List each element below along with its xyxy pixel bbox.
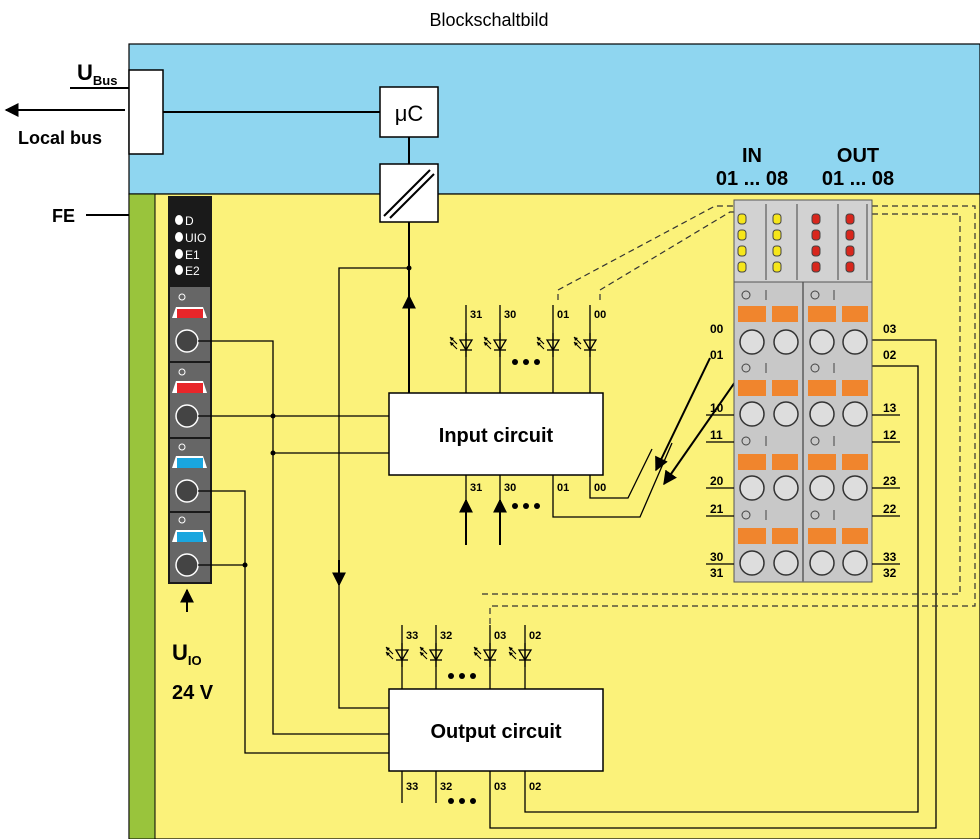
microcontroller-label: μC: [395, 101, 424, 126]
svg-text:32: 32: [440, 781, 452, 793]
output-bottom-03: 03: [489, 339, 937, 829]
led-e1: E1: [175, 248, 200, 262]
svg-text:E1: E1: [185, 248, 200, 262]
svg-text:03: 03: [494, 630, 506, 642]
terminal-label-31: 31: [710, 566, 724, 580]
u-io-label: UIO: [172, 640, 202, 668]
output-led-33: 33: [385, 625, 418, 689]
svg-text:31: 31: [470, 309, 482, 321]
terminal-label-33: 33: [883, 550, 897, 564]
terminal-label-13: 13: [883, 401, 897, 415]
output-bottom-33: 33: [401, 771, 418, 803]
supply-terminal-blue-1: [170, 439, 210, 511]
input-led-30: 30: [483, 305, 516, 393]
svg-text:30: 30: [504, 482, 516, 494]
module-in-range: 01 ... 08: [716, 168, 788, 190]
svg-text:E2: E2: [185, 264, 200, 278]
svg-text:33: 33: [406, 781, 418, 793]
svg-text:01: 01: [557, 482, 569, 494]
terminal-label-32: 32: [883, 566, 897, 580]
svg-text:30: 30: [504, 309, 516, 321]
svg-text:03: 03: [494, 781, 506, 793]
terminal-label-10: 10: [710, 401, 724, 415]
terminal-label-12: 12: [883, 428, 897, 442]
led-e2: E2: [175, 264, 200, 278]
module-out-title: OUT: [837, 145, 879, 167]
terminal-label-30: 30: [710, 550, 724, 564]
out-leds: [811, 204, 868, 280]
svg-text:UIO: UIO: [185, 231, 206, 245]
terminal-label-02: 02: [883, 348, 897, 362]
voltage-label: 24 V: [172, 682, 214, 704]
terminal-row-4: [738, 510, 868, 576]
supply-terminal-red-2: [170, 363, 210, 437]
terminal-label-22: 22: [883, 502, 897, 516]
input-bottom-01: 01: [552, 442, 673, 518]
svg-text:02: 02: [529, 630, 541, 642]
led-uio: UIO: [175, 231, 206, 245]
terminal-label-21: 21: [710, 502, 724, 516]
fe-label: FE: [52, 206, 75, 226]
input-bottom-00: 00: [589, 448, 653, 499]
input-circuit-box: [388, 392, 604, 476]
local-bus-label: Local bus: [18, 128, 102, 148]
input-led-31: 31: [449, 305, 482, 393]
terminal-label-20: 20: [710, 474, 724, 488]
module-in-title: IN: [742, 145, 762, 167]
input-bottom-30: 30: [493, 475, 516, 545]
output-led-32: 32: [419, 625, 452, 689]
bus-connector: [128, 69, 164, 155]
bus-area: [128, 43, 980, 195]
diagram-title: Blockschaltbild: [429, 10, 548, 30]
in-leds: [737, 204, 798, 280]
output-led-03: 03: [473, 625, 506, 689]
fe-strip: [128, 193, 156, 839]
svg-text:33: 33: [406, 630, 418, 642]
svg-text:00: 00: [594, 482, 606, 494]
terminal-label-23: 23: [883, 474, 897, 488]
supply-terminal-blue-2: [170, 513, 210, 582]
input-bottom-ellipsis: [512, 503, 540, 509]
svg-text:D: D: [185, 214, 194, 228]
terminal-label-01: 01: [710, 348, 724, 362]
output-bottom-ellipsis: [448, 798, 476, 804]
terminal-row-2: [738, 363, 868, 427]
output-led-ellipsis: [448, 673, 476, 679]
output-bottom-02: 02: [524, 365, 919, 813]
u-bus-label: UBus: [77, 60, 117, 88]
output-circuit-box: [388, 688, 604, 772]
supply-terminal-red-1: [170, 287, 210, 361]
terminal-label-11: 11: [710, 428, 723, 442]
input-led-ellipsis: [512, 359, 540, 365]
terminal-row-1: [738, 290, 868, 355]
svg-text:02: 02: [529, 781, 541, 793]
output-led-02: 02: [508, 625, 541, 689]
io-module: IN 01 ... 08 OUT 01 ... 08: [706, 145, 900, 583]
output-bottom-32: 32: [435, 771, 452, 803]
input-led-01: 01: [536, 305, 569, 393]
svg-text:31: 31: [470, 482, 482, 494]
output-circuit-label: Output circuit: [430, 721, 561, 743]
led-d: D: [175, 214, 194, 228]
input-circuit-label: Input circuit: [439, 425, 554, 447]
terminal-label-00: 00: [710, 322, 724, 336]
svg-text:32: 32: [440, 630, 452, 642]
isolator-box: [379, 163, 439, 223]
input-led-00: 00: [573, 305, 606, 393]
input-bottom-31: 31: [459, 475, 482, 545]
svg-text:00: 00: [594, 309, 606, 321]
terminal-label-03: 03: [883, 322, 897, 336]
terminal-row-3: [738, 436, 868, 501]
module-out-range: 01 ... 08: [822, 168, 894, 190]
microcontroller-box: [379, 86, 439, 138]
svg-text:01: 01: [557, 309, 569, 321]
